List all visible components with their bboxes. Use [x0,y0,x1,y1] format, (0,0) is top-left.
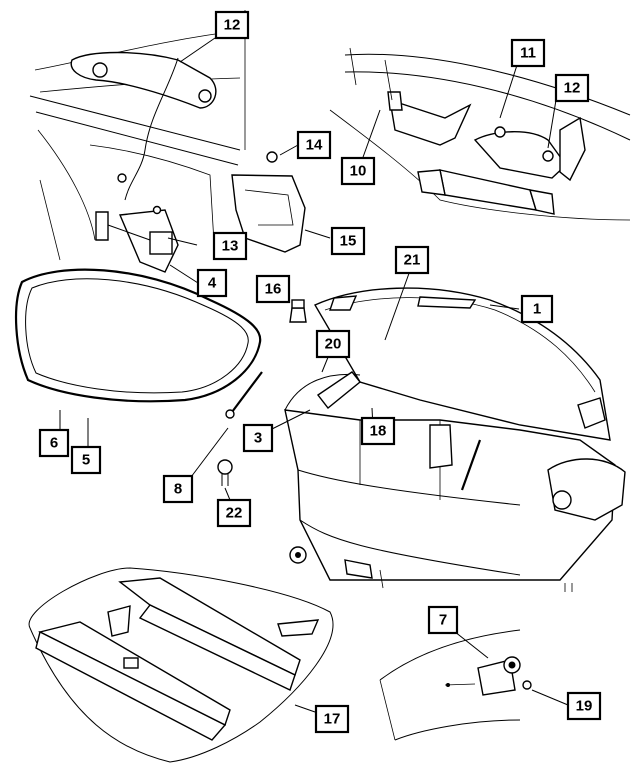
callout-8: 8 [162,474,194,504]
callout-17: 17 [314,704,350,734]
svg-text:4: 4 [208,275,217,292]
svg-text:11: 11 [520,45,536,62]
svg-text:14: 14 [306,137,323,154]
callout-1: 1 [520,294,554,324]
svg-text:7: 7 [439,612,447,629]
svg-text:12: 12 [224,17,241,34]
svg-text:13: 13 [222,238,239,255]
svg-text:8: 8 [174,481,182,498]
callout-7: 7 [427,605,459,635]
callout-3: 3 [242,423,274,453]
svg-text:12: 12 [564,80,581,97]
latch-bracket-inset [379,629,532,741]
latch-cable-inset [29,10,246,273]
callout-20: 20 [315,329,351,359]
callout-22: 22 [216,498,252,528]
callout-19: 19 [566,691,602,721]
callout-14: 14 [296,130,332,160]
callout-5: 5 [70,445,102,475]
decklid-handle-inset [329,47,631,221]
callout-15: 15 [330,226,366,256]
svg-text:3: 3 [254,430,262,447]
svg-text:17: 17 [324,711,341,728]
callout-11: 11 [510,38,546,68]
svg-text:18: 18 [370,423,387,440]
callout-18: 18 [360,416,396,446]
svg-text:6: 6 [50,435,58,452]
trunk-lid-assembly [217,287,626,592]
svg-text:21: 21 [404,252,421,269]
callout-13: 13 [212,231,248,261]
callout-10: 10 [340,156,376,186]
callout-12-top-right: 12 [554,73,590,103]
callout-4: 4 [196,268,228,298]
callout-16: 16 [255,274,291,304]
trunk-trim-panel-inset [28,567,334,763]
svg-text:15: 15 [340,233,357,250]
latch-cover [231,151,306,253]
svg-text:1: 1 [533,301,541,318]
callout-6: 6 [38,428,70,458]
svg-text:20: 20 [325,336,342,353]
svg-text:19: 19 [576,698,593,715]
weatherstrip-seal [15,268,262,403]
callout-21: 21 [394,245,430,275]
svg-text:22: 22 [226,505,243,522]
svg-text:16: 16 [265,281,282,298]
callout-12-top-left: 12 [214,10,250,40]
svg-text:10: 10 [350,163,367,180]
svg-text:5: 5 [82,452,90,469]
